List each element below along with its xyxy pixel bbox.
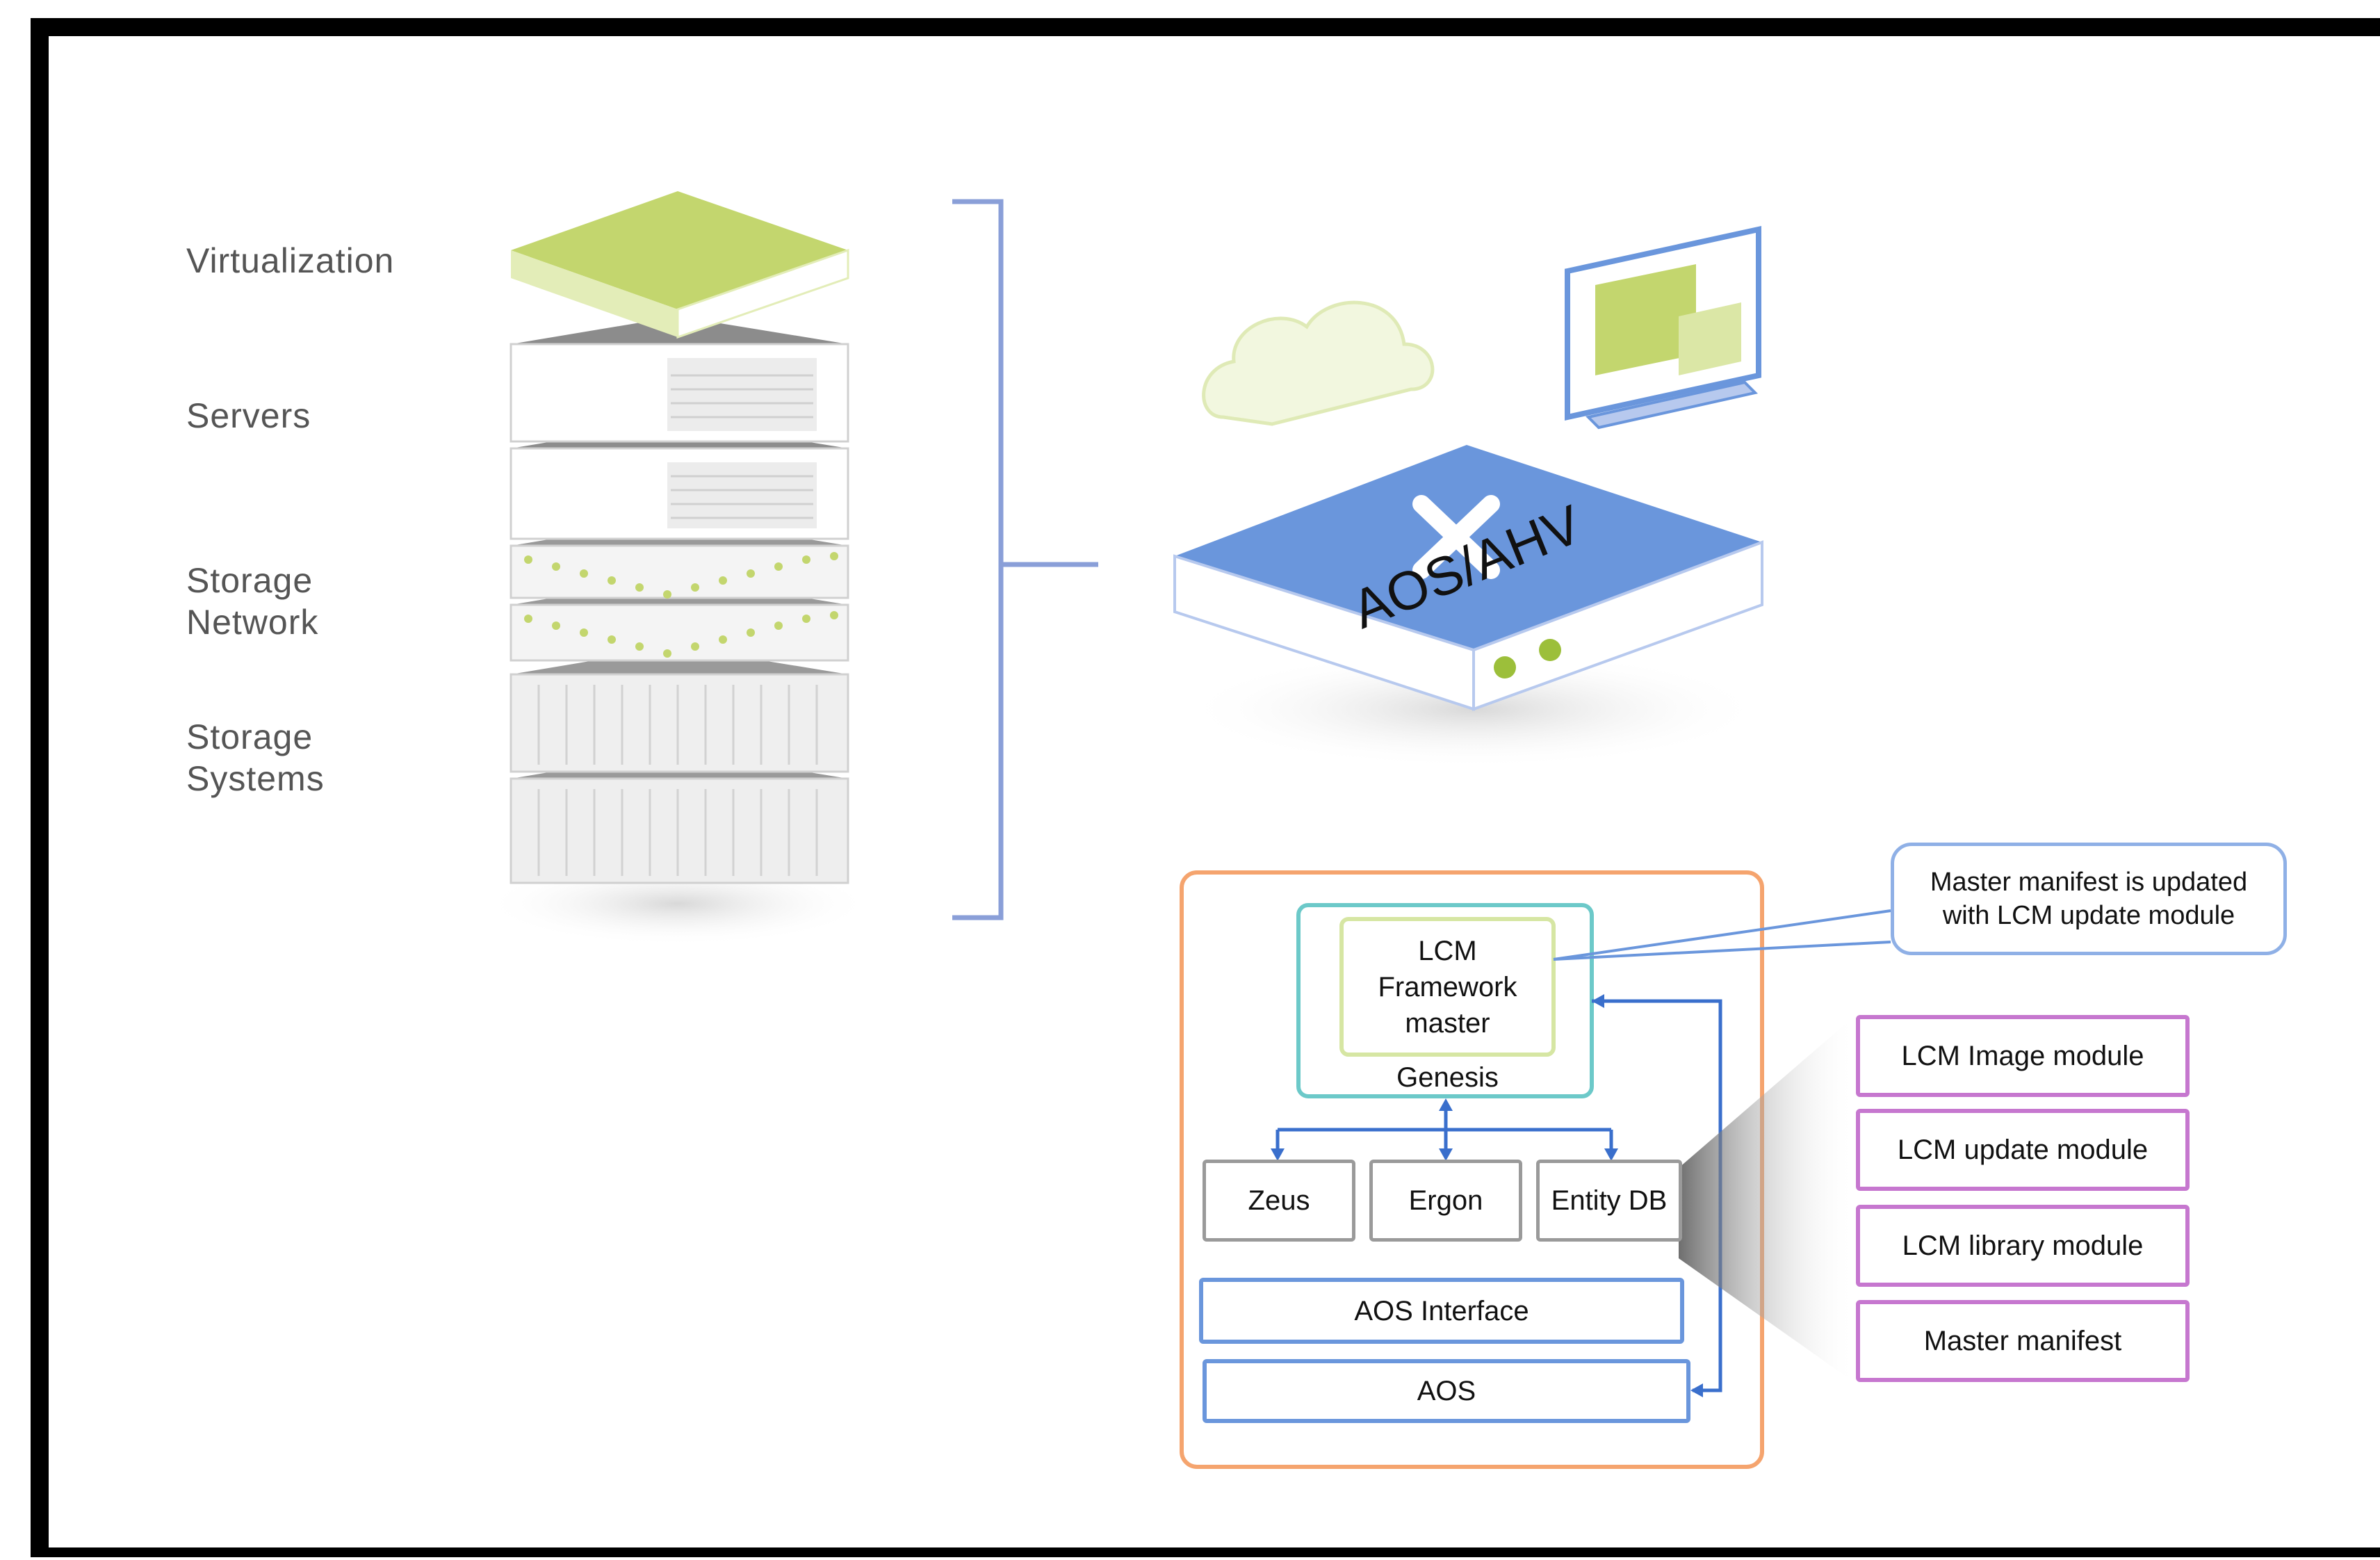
label-servers: Servers [186,396,311,435]
storage-systems-layer [510,647,849,884]
lcm-framework-master-label: LCM Framework master [1378,936,1517,1039]
connector-arrowheads [1271,994,1703,1397]
label-storage-network: Storage Network [186,561,319,642]
nutanix-x-logo [1412,495,1500,579]
virtualization-layer [511,191,849,339]
service-entity-db: Entity DB [1536,1160,1682,1242]
hardware-stack [483,191,872,945]
module-master-manifest: Master manifest [1856,1300,2190,1382]
cloud-icon [1202,300,1435,426]
aos-ahv-platform: AOS/AHV [1173,445,1766,768]
module-lcm-update: LCM update module [1856,1109,2190,1191]
module-lcm-library: LCM library module [1856,1205,2190,1287]
aos-interface-box: AOS Interface [1199,1278,1684,1344]
callout-note: Master manifest is updated with LCM upda… [1891,843,2287,955]
label-virtualization: Virtualization [186,241,395,280]
callout-pointer [1553,909,1891,961]
lcm-framework-master-box [1339,917,1556,1057]
monitor-icon [1565,226,1761,430]
genesis-label: Genesis [1396,1062,1499,1093]
aos-box: AOS [1203,1359,1690,1423]
label-storage-systems: Storage Systems [186,717,325,798]
servers-layer [510,316,849,540]
service-zeus: Zeus [1203,1160,1355,1242]
zoom-wedge [1679,1015,1856,1383]
stack-bracket [952,199,1098,920]
module-lcm-image: LCM Image module [1856,1015,2190,1097]
service-ergon: Ergon [1369,1160,1522,1242]
